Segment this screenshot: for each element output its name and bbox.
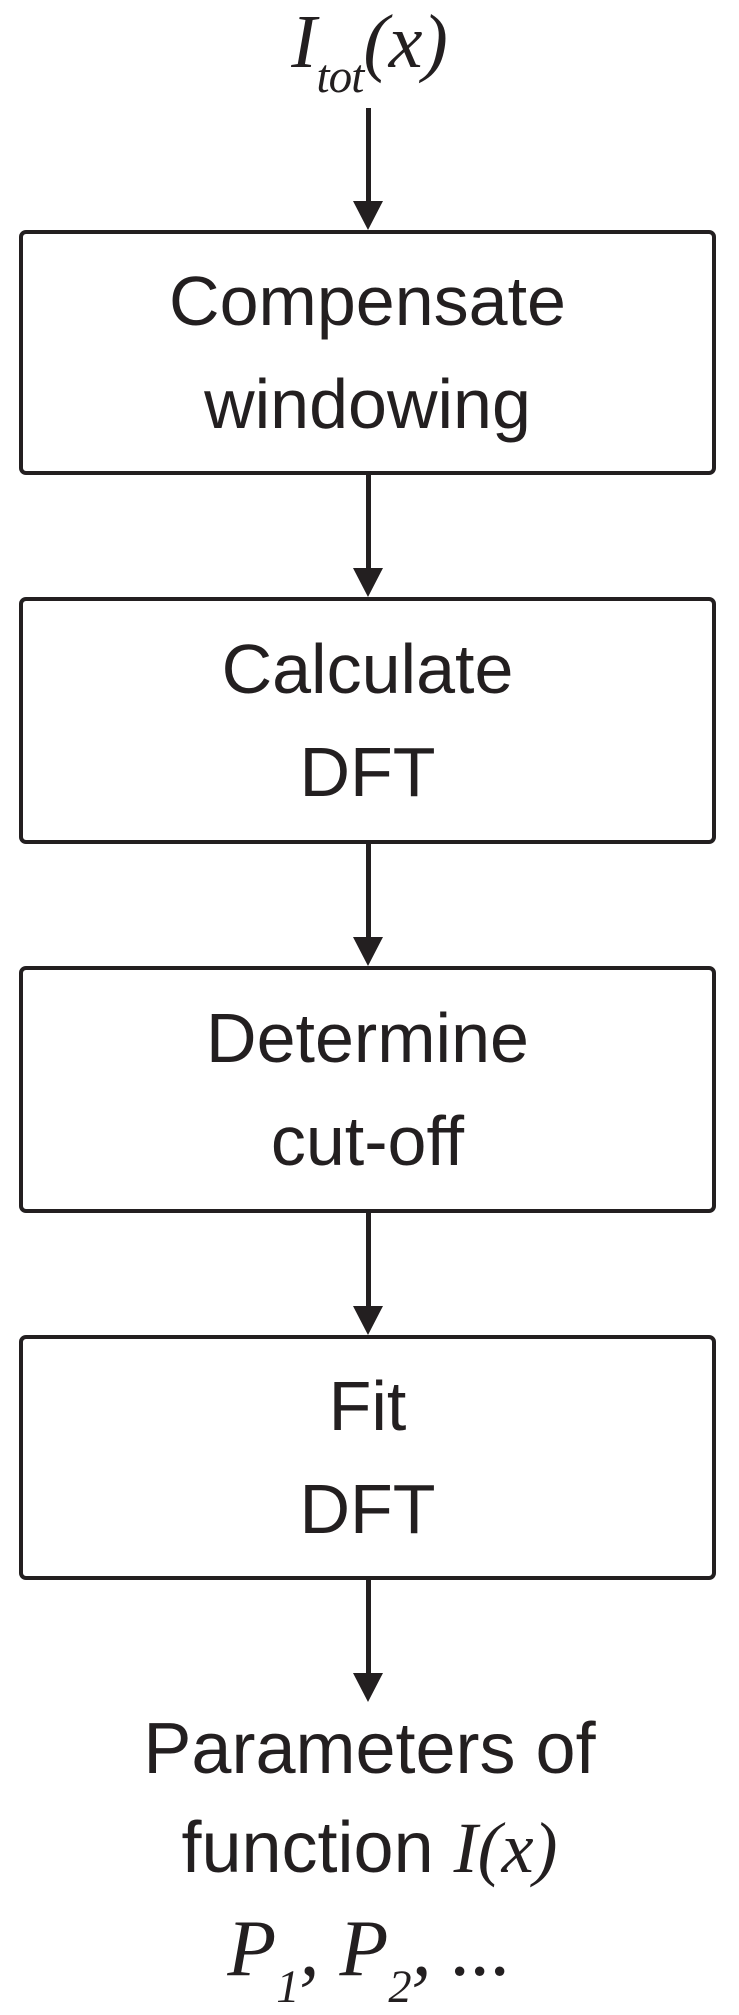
step-label-line: cut-off — [270, 1101, 465, 1180]
flow-arrow-5 — [353, 1580, 383, 1702]
param-symbol: P — [339, 1905, 389, 1993]
output-line-1: Parameters of — [143, 1709, 596, 1789]
step-fit-dft: Fit DFT — [19, 1335, 716, 1580]
input-label-symbol: I — [291, 0, 317, 84]
arrow-head-icon — [353, 937, 383, 966]
arrow-head-icon — [353, 201, 383, 230]
output-line-2: function I(x) — [0, 1799, 739, 1898]
param-ellipsis: ... — [451, 1905, 512, 1993]
param-separator: , — [299, 1905, 340, 1993]
flow-arrow-4 — [353, 1213, 383, 1335]
arrow-stem — [365, 844, 371, 937]
step-label-line: Calculate — [221, 629, 514, 708]
step-calculate-dft: Calculate DFT — [19, 597, 716, 844]
param-subscript: 1 — [276, 1962, 300, 2014]
output-parameters: P1, P2, ... — [0, 1898, 739, 2011]
step-label-line: Fit — [328, 1366, 407, 1445]
output-function-symbol: I(x) — [453, 1808, 558, 1888]
param-separator: , — [411, 1905, 452, 1993]
step-determine-cutoff: Determine cut-off — [19, 966, 716, 1213]
step-label-line: Compensate — [169, 261, 566, 340]
param-subscript: 2 — [388, 1962, 412, 2014]
param-symbol: P — [227, 1905, 277, 1993]
step-label-line: DFT — [299, 1469, 436, 1548]
arrow-stem — [365, 475, 371, 568]
arrow-head-icon — [353, 1673, 383, 1702]
output-label: Parameters of function I(x) P1, P2, ... — [0, 1700, 739, 2011]
flow-arrow-2 — [353, 475, 383, 597]
output-line-2-text: function — [181, 1808, 454, 1888]
step-compensate-windowing: Compensate windowing — [19, 230, 716, 475]
input-label-args: (x) — [363, 0, 448, 84]
input-label-subscript: tot — [316, 50, 365, 103]
step-label-line: DFT — [299, 732, 436, 811]
step-label-line: Determine — [206, 998, 529, 1077]
arrow-head-icon — [353, 1306, 383, 1335]
input-label: Itot(x) — [0, 0, 739, 100]
flow-arrow-1 — [353, 108, 383, 230]
step-label-line: windowing — [204, 364, 531, 443]
arrow-stem — [365, 108, 371, 201]
flow-arrow-3 — [353, 844, 383, 966]
arrow-stem — [365, 1580, 371, 1673]
arrow-stem — [365, 1213, 371, 1306]
arrow-head-icon — [353, 568, 383, 597]
